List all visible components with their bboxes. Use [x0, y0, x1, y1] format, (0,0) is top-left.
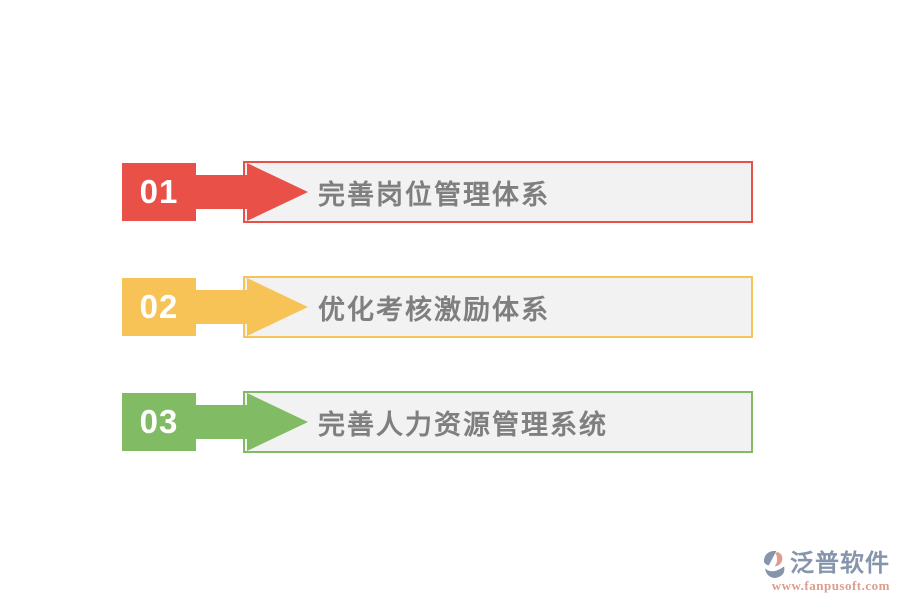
step-label: 优化考核激励体系	[318, 294, 550, 325]
step-row-2: 优化考核激励体系 02	[122, 276, 753, 338]
step-number-badge: 02	[122, 278, 196, 336]
step-label: 完善人力资源管理系统	[318, 409, 608, 440]
step-label: 完善岗位管理体系	[318, 179, 550, 210]
arrow-stem	[190, 175, 250, 209]
step-label-box: 完善岗位管理体系	[243, 161, 753, 223]
fanpu-logo-icon	[763, 551, 785, 578]
watermark-url: www.fanpusoft.com	[771, 578, 890, 593]
arrow-stem	[190, 405, 250, 439]
watermark-brand-name: 泛普软件	[790, 550, 890, 578]
step-label-box: 完善人力资源管理系统	[243, 391, 753, 453]
step-number-badge: 01	[122, 163, 196, 221]
step-row-1: 完善岗位管理体系 01	[122, 161, 753, 223]
watermark: 泛普软件 www.fanpusoft.com	[762, 549, 890, 594]
arrow-stem	[190, 290, 250, 324]
step-row-3: 完善人力资源管理系统 03	[122, 391, 753, 453]
step-label-box: 优化考核激励体系	[243, 276, 753, 338]
step-number-badge: 03	[122, 393, 196, 451]
